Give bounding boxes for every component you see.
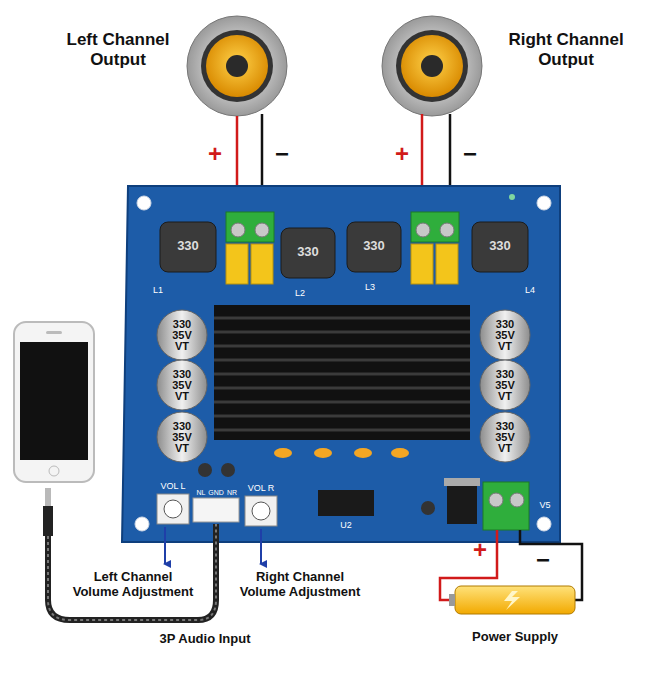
callout-label: Power Supply	[450, 630, 580, 645]
speaker	[187, 16, 287, 116]
heatsink	[214, 305, 470, 440]
power-terminal	[483, 482, 529, 530]
pin-name: NR	[225, 489, 239, 497]
battery	[449, 586, 575, 614]
silk-label: VOL L	[155, 481, 191, 491]
callout-label: Left Channel Volume Adjustment	[69, 570, 197, 600]
channel-heading: Left Channel Output	[51, 30, 186, 69]
silk-label: L4	[520, 285, 540, 295]
capacitor-value: 330 35V VT	[490, 421, 520, 454]
capacitor-value: 330 35V VT	[167, 369, 197, 402]
pin-name: GND	[207, 489, 225, 497]
phone	[14, 322, 94, 482]
polarity-mark: +	[391, 142, 413, 166]
inductor-value: 330	[480, 239, 520, 254]
capacitor-value: 330 35V VT	[167, 319, 197, 352]
polarity-mark: −	[271, 142, 293, 166]
polarity-mark: +	[204, 142, 226, 166]
polarity-mark: −	[459, 142, 481, 166]
capacitor-value: 330 35V VT	[167, 421, 197, 454]
polarity-mark: −	[532, 548, 554, 572]
capacitor-value: 330 35V VT	[490, 319, 520, 352]
electrolytic-capacitor	[157, 310, 530, 462]
silk-label: L1	[148, 285, 168, 295]
small-components	[198, 448, 480, 524]
inductor	[160, 222, 528, 278]
polarity-mark: +	[469, 538, 491, 562]
speaker	[382, 16, 482, 116]
callout-label: Right Channel Volume Adjustment	[234, 570, 366, 600]
silk-label: L3	[360, 282, 380, 292]
inductor-value: 330	[354, 239, 394, 254]
leader-arrow	[165, 527, 261, 564]
silk-label: V5	[535, 500, 555, 510]
silk-label: L2	[290, 288, 310, 298]
capacitor-value: 330 35V VT	[490, 369, 520, 402]
silk-label: U2	[336, 520, 356, 530]
amplifier-board	[122, 186, 560, 542]
film-capacitor	[226, 244, 458, 284]
audio-cable	[43, 488, 216, 620]
pin-name: NL	[194, 489, 208, 497]
callout-label: 3P Audio Input	[130, 632, 280, 647]
silk-label: VOL R	[243, 483, 279, 493]
potentiometer	[157, 494, 277, 526]
terminal-block	[226, 212, 459, 242]
audio-connector	[193, 498, 239, 522]
inductor-value: 330	[288, 245, 328, 260]
channel-heading: Right Channel Output	[491, 30, 641, 69]
inductor-value: 330	[168, 239, 208, 254]
